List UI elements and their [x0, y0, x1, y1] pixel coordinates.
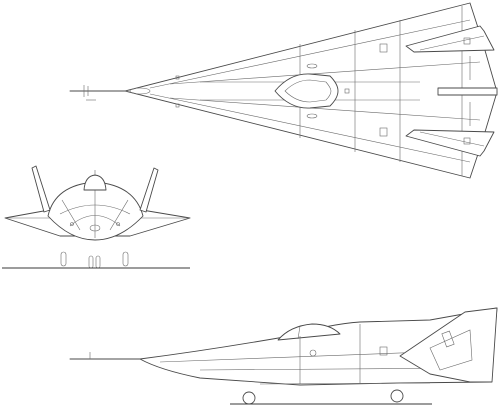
top-tail-boom [437, 87, 498, 96]
side-rear-wheel [390, 389, 404, 403]
top-fin-upper-line [419, 35, 485, 51]
side-panel-circle [309, 349, 317, 357]
top-panel-dot-3 [344, 88, 350, 94]
front-gear-center-1 [88, 255, 94, 269]
front-fin-right [139, 167, 159, 213]
top-fin-lower [405, 129, 495, 157]
side-panel-square [379, 346, 388, 356]
top-intake-right [306, 113, 318, 119]
top-canopy-frame [284, 79, 332, 103]
side-front-wheel [242, 391, 256, 405]
side-canopy-frame [297, 325, 301, 340]
top-panel-square-2 [379, 127, 388, 137]
front-detail-dot-1 [70, 222, 74, 226]
top-nose-cap [129, 87, 151, 95]
front-gear-left [60, 251, 67, 267]
side-fin-square [441, 330, 455, 348]
front-detail-dot-2 [116, 222, 120, 226]
top-fin-upper-square [463, 37, 471, 45]
front-gear-center-2 [95, 255, 101, 269]
front-canopy [83, 174, 107, 191]
top-panel-line-4 [169, 97, 481, 121]
side-view [69, 307, 498, 405]
top-panel-dot-2 [175, 103, 180, 108]
top-fin-lower-line [419, 131, 485, 147]
top-panel-line-2 [149, 93, 471, 163]
front-gear-right [122, 251, 129, 267]
top-fin-lower-square [463, 137, 471, 145]
top-view [69, 2, 498, 179]
side-underbody-line [259, 382, 431, 385]
side-fin [399, 307, 498, 383]
side-fin-panel [429, 329, 473, 371]
side-fuselage [139, 307, 498, 386]
top-panel-line-3 [169, 61, 481, 85]
front-view [2, 165, 191, 269]
top-canopy [274, 73, 339, 109]
front-nozzle [89, 224, 101, 232]
top-panel-square-1 [379, 43, 388, 53]
front-body-line-3 [61, 199, 129, 231]
top-panel-line-1 [149, 19, 471, 89]
top-intake-left [306, 63, 318, 69]
top-panel-dot-1 [175, 75, 180, 80]
top-fin-upper [405, 25, 495, 53]
side-canopy [277, 323, 341, 341]
front-fin-left [31, 165, 51, 213]
